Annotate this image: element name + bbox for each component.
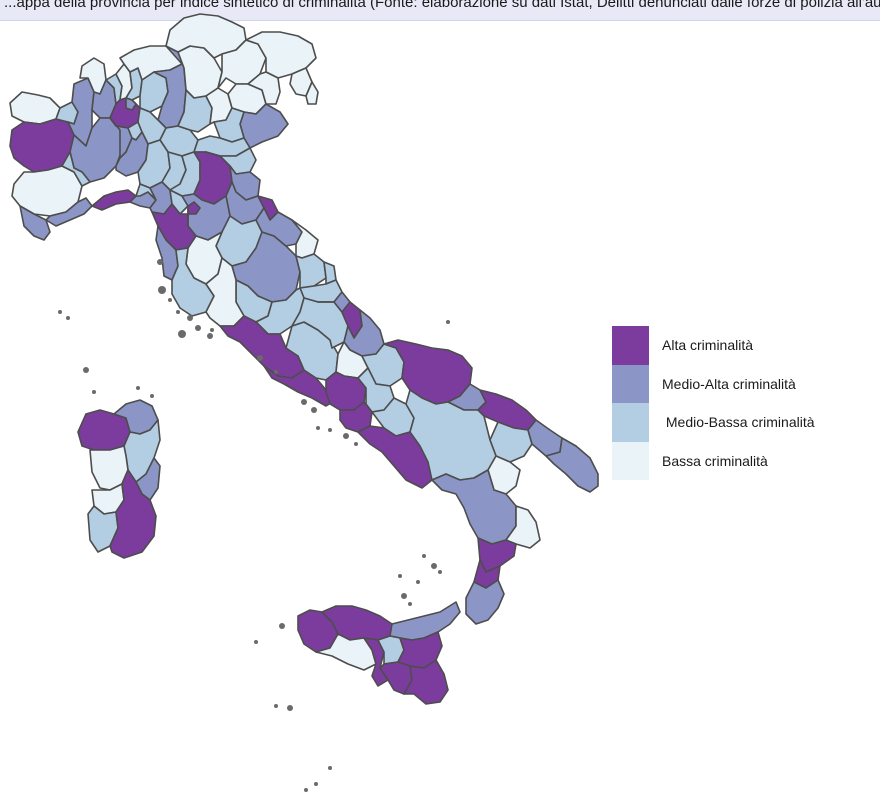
islet-32 — [58, 310, 62, 314]
islet-24 — [398, 574, 402, 578]
islet-9 — [257, 355, 263, 361]
islet-28 — [287, 705, 293, 711]
legend-swatch-alta — [612, 326, 649, 365]
province-bari: Bari — [477, 389, 537, 431]
province-monza-e-brianza: Monza e Brianza — [125, 97, 137, 111]
province-reggio-calabria: Reggio Calabria — [465, 579, 505, 625]
islet-35 — [92, 390, 96, 394]
legend-item-medio-alta: Medio-Alta criminalità — [612, 364, 880, 403]
islet-33 — [66, 316, 70, 320]
province-genova: Genova — [91, 189, 137, 211]
province-messina: Messina — [389, 601, 461, 641]
legend-label-alta: Alta criminalità — [662, 337, 754, 353]
legend: Alta criminalità Medio-Alta criminalità … — [612, 326, 880, 480]
islet-25 — [279, 623, 285, 629]
province-ferrara: Ferrara — [205, 147, 257, 175]
legend-label-medio-alta: Medio-Alta criminalità — [662, 375, 796, 392]
legend-label-bassa: Bassa criminalità — [662, 452, 768, 469]
province-macerata: Macerata — [295, 253, 327, 289]
islet-4 — [187, 315, 193, 321]
islet-14 — [328, 428, 332, 432]
islet-7 — [207, 333, 213, 339]
province-pistoia: Pistoia — [169, 189, 189, 215]
province-crotone: Crotone — [505, 505, 541, 549]
province-imperia: Imperia — [19, 205, 51, 241]
caption-text: ...appa della provincia per indice sinte… — [4, 0, 880, 11]
islet-27 — [274, 704, 278, 708]
islet-8 — [210, 328, 214, 332]
islet-19 — [431, 563, 437, 569]
islet-21 — [416, 580, 420, 584]
islet-26 — [254, 640, 258, 644]
islet-17 — [446, 320, 450, 324]
legend-item-bassa: Bassa criminalità — [612, 441, 880, 480]
islet-20 — [438, 570, 442, 574]
islet-29 — [328, 766, 332, 770]
province-siracusa: Siracusa — [403, 659, 449, 705]
legend-swatch-bassa — [612, 441, 649, 480]
islet-6 — [176, 310, 180, 314]
islet-5 — [195, 325, 201, 331]
province-savona: Savona — [45, 197, 93, 227]
islet-23 — [408, 602, 412, 606]
islet-37 — [150, 394, 154, 398]
islet-13 — [316, 426, 320, 430]
province-pordenone: Pordenone — [247, 71, 281, 105]
islet-34 — [83, 367, 89, 373]
province-aosta: Aosta — [9, 91, 61, 125]
legend-item-alta: Alta criminalità — [612, 326, 880, 365]
islet-36 — [136, 386, 140, 390]
islet-0 — [157, 259, 163, 265]
legend-swatch-medio-alta — [612, 364, 649, 403]
islet-1 — [158, 286, 166, 294]
province-asti: Asti — [61, 151, 91, 187]
legend-label-medio-bassa: Medio-Bassa criminalità — [662, 414, 815, 430]
islet-3 — [178, 330, 186, 338]
islet-11 — [301, 399, 307, 405]
islet-16 — [354, 442, 358, 446]
province-trieste: Trieste — [305, 81, 319, 105]
islet-30 — [314, 782, 318, 786]
islet-22 — [401, 593, 407, 599]
islet-12 — [311, 407, 317, 413]
islet-10 — [274, 370, 278, 374]
legend-item-medio-bassa: Medio-Bassa criminalità — [612, 403, 880, 442]
caption-strip: ...appa della provincia per indice sinte… — [0, 0, 880, 21]
province-cagliari: Cagliari — [109, 469, 157, 559]
province-lecce: Lecce — [545, 437, 599, 493]
islet-31 — [304, 788, 308, 792]
islet-2 — [168, 298, 172, 302]
islet-18 — [422, 554, 426, 558]
province-brindisi: Brindisi — [527, 419, 563, 457]
province-prato: Prato — [187, 201, 201, 215]
islet-15 — [343, 433, 349, 439]
legend-swatch-medio-bassa — [612, 403, 649, 442]
